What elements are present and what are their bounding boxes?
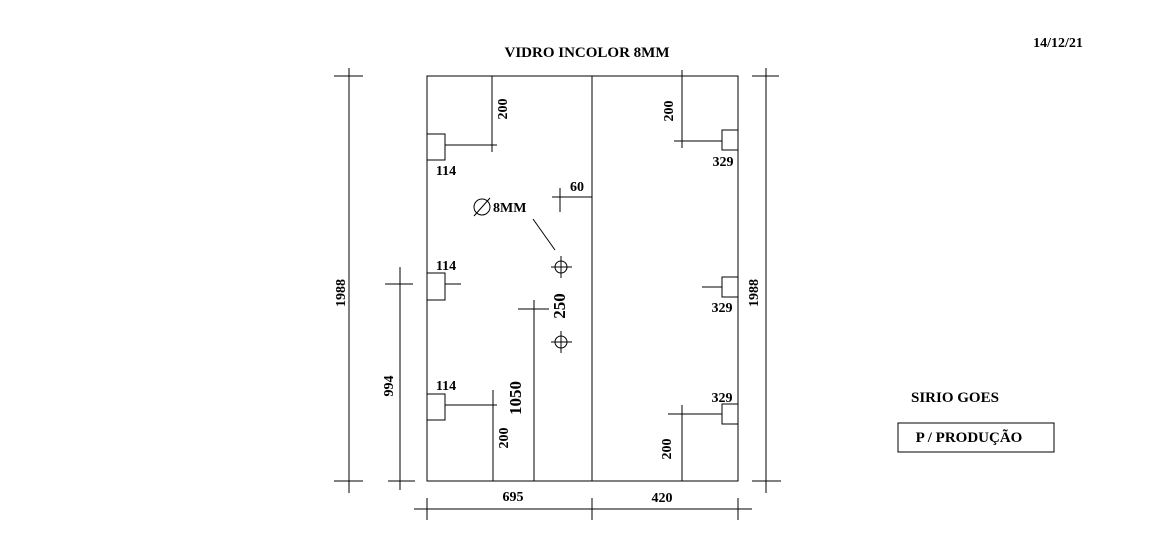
lower-height-dim-label: 994 [382,376,397,397]
hinge-left-bottom-label: 114 [436,379,456,394]
width-dim-left-label: 695 [503,490,524,505]
height-dim-right-label: 1988 [747,279,762,307]
hinge-right-bottom [721,403,739,425]
hinge-left-middle-label: 114 [436,259,456,274]
hole-spacing-label: 250 [550,293,569,319]
hinge-right-top-offset-label: 200 [662,101,677,122]
hinge-right-middle-label: 329 [712,301,733,316]
hinge-right-middle [721,276,739,298]
diameter-symbol-slash [473,197,491,217]
drawing-date: 14/12/21 [1033,36,1083,51]
hinge-right-bottom-offset-label: 200 [660,439,675,460]
hinge-right-top [721,129,739,151]
hinge-right-top-label: 329 [713,155,734,170]
diameter-symbol-icon [473,198,491,216]
width-dim-right-label: 420 [652,491,673,506]
hinge-left-top-offset-label: 200 [496,99,511,120]
hinge-left-middle [426,272,446,301]
production-stamp-label: P / PRODUÇÃO [916,428,1023,446]
client-name: SIRIO GOES [911,390,999,406]
hole-diameter-leader [532,218,556,251]
hinge-right-bottom-label: 329 [712,391,733,406]
height-dim-left-label: 1988 [334,279,349,307]
hole-height-label: 1050 [506,381,525,415]
glass-panel-outline [426,75,739,482]
hinge-left-top [426,133,446,161]
hole-joint-dim-label: 60 [570,180,584,195]
hole-diameter-label: 8MM [493,201,526,216]
hinge-left-top-label: 114 [436,164,456,179]
production-stamp-box [897,422,1055,453]
drawing-title: VIDRO INCOLOR 8MM [505,45,670,61]
hinge-left-bottom-offset-label: 200 [497,428,512,449]
hinge-left-bottom [426,393,446,421]
